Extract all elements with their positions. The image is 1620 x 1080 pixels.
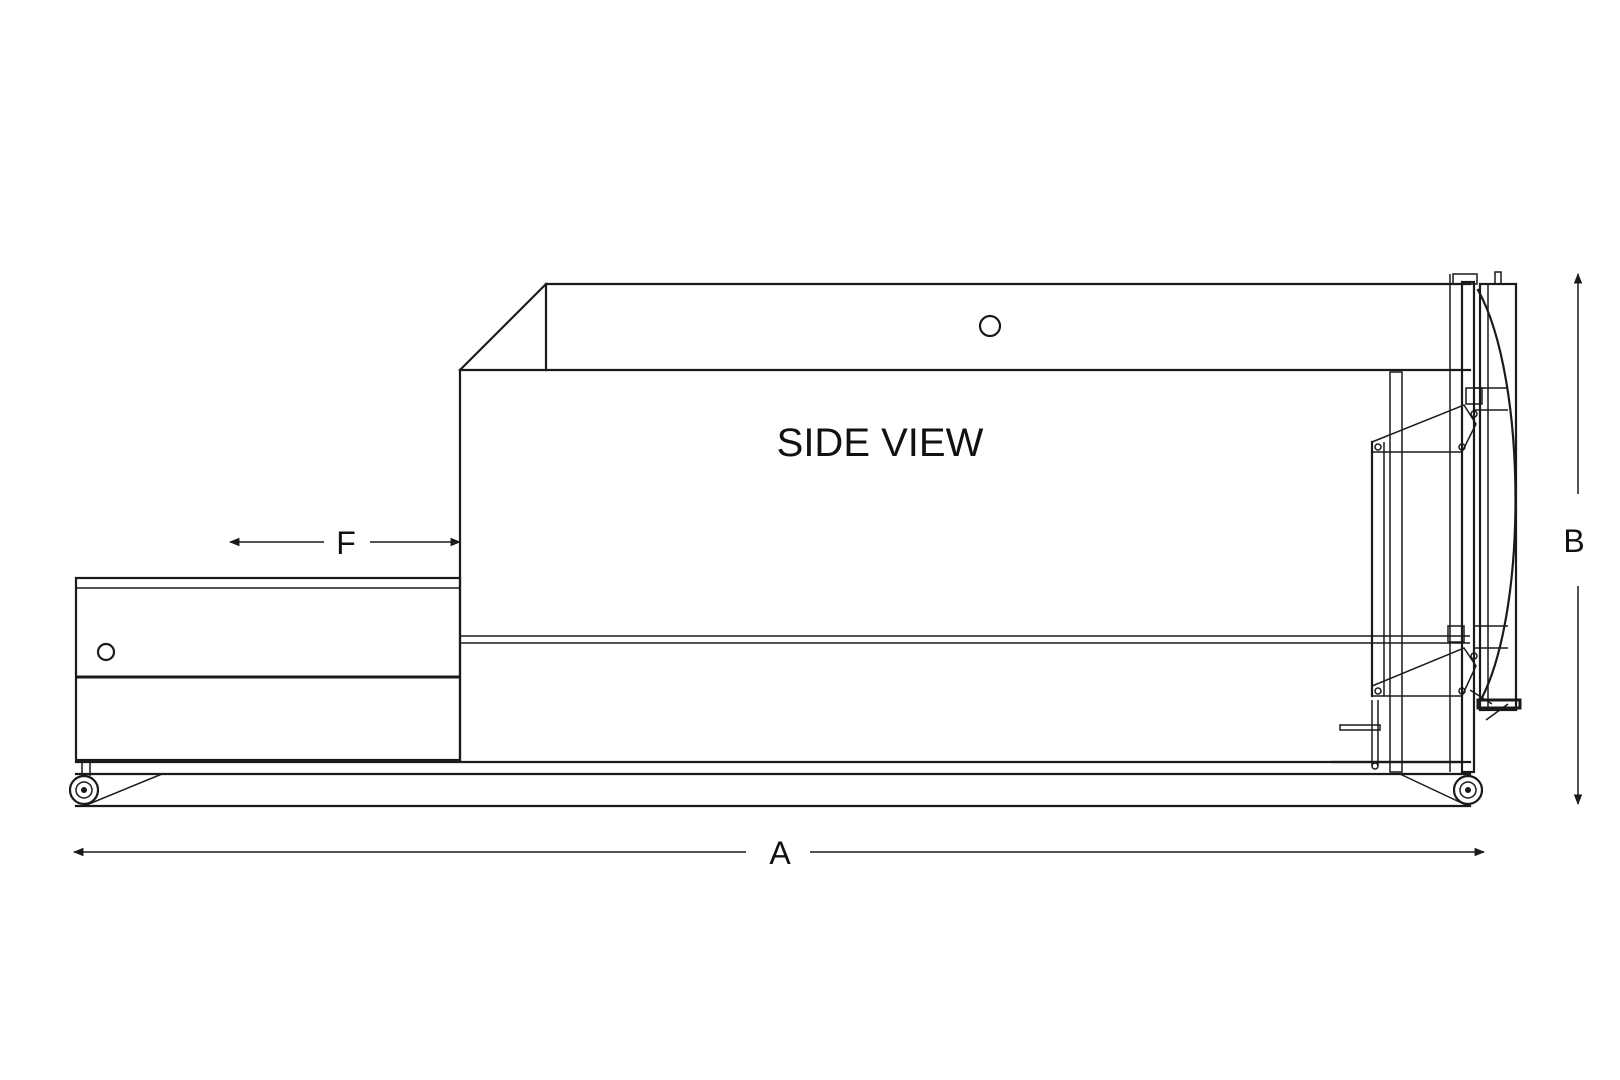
charge-box-port-circle xyxy=(96,642,116,662)
dimension-b: B xyxy=(1563,272,1585,806)
top-port-circle xyxy=(978,314,1002,338)
door-assembly xyxy=(1330,271,1522,774)
right-wheel xyxy=(1452,774,1484,806)
charge-box xyxy=(74,576,462,762)
dimension-a-label: A xyxy=(769,835,791,871)
dimension-f-label: F xyxy=(336,525,356,561)
base-skid xyxy=(68,760,1484,808)
dimension-a: A xyxy=(72,835,1486,871)
dimension-b-label: B xyxy=(1563,523,1584,559)
view-label: SIDE VIEW xyxy=(777,421,984,465)
main-body xyxy=(458,282,1472,762)
dimension-f: F xyxy=(228,525,462,561)
left-wheel xyxy=(68,774,100,806)
